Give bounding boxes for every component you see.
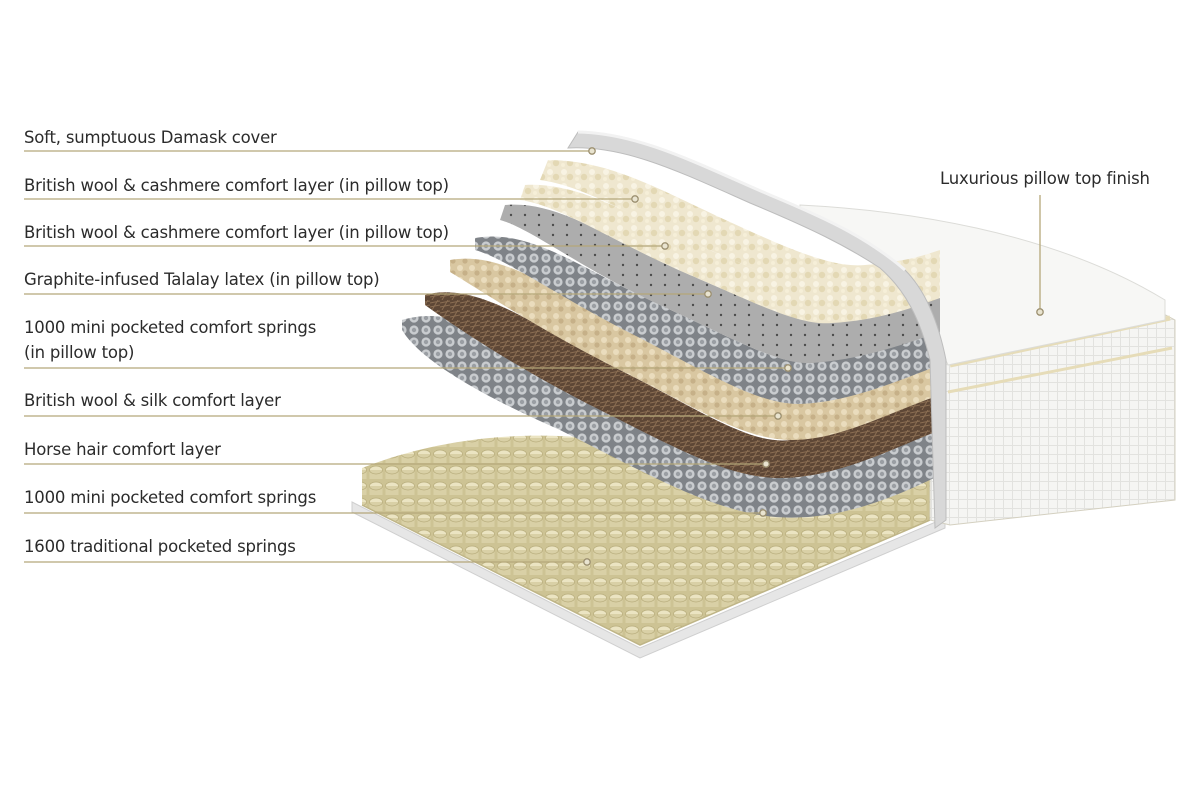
leader-talalay-latex-dot xyxy=(704,290,712,298)
leader-wool-cashmere-2-dot xyxy=(661,242,669,250)
label-traditional-springs: 1600 traditional pocketed springs xyxy=(24,537,296,556)
horse-hair-shape xyxy=(425,292,940,478)
leader-lines xyxy=(24,147,1044,566)
leader-mini-springs-dot xyxy=(759,509,767,517)
label-wool-cashmere-1: British wool & cashmere comfort layer (i… xyxy=(24,176,449,195)
leader-horse-hair-dot xyxy=(762,460,770,468)
wool-cashmere-2-shape xyxy=(520,184,940,324)
talalay-latex-shape xyxy=(500,204,940,364)
label-mini-springs-pillow-line2: (in pillow top) xyxy=(24,343,135,362)
label-horse-hair: Horse hair comfort layer xyxy=(24,440,221,459)
wool-silk-shape xyxy=(450,258,940,440)
leader-mini-springs-pillow-dot xyxy=(784,364,792,372)
leader-wool-silk-dot xyxy=(774,412,782,420)
label-mini-springs: 1000 mini pocketed comfort springs xyxy=(24,488,317,507)
mini-springs-pillow-shape xyxy=(475,236,940,404)
label-pillow-top-finish: Luxurious pillow top finish xyxy=(940,169,1150,188)
label-talalay-latex: Graphite-infused Talalay latex (in pillo… xyxy=(24,270,380,289)
leader-damask-cover-dot xyxy=(588,147,596,155)
label-mini-springs-pillow-line1: 1000 mini pocketed comfort springs xyxy=(24,318,317,337)
label-wool-silk: British wool & silk comfort layer xyxy=(24,391,281,410)
label-damask-cover: Soft, sumptuous Damask cover xyxy=(24,128,277,147)
label-wool-cashmere-2: British wool & cashmere comfort layer (i… xyxy=(24,223,449,242)
wool-cashmere-1-shape xyxy=(540,160,940,294)
leader-pillow-top-finish-dot xyxy=(1036,308,1044,316)
label-mini-springs-pillow: 1000 mini pocketed comfort springs (in p… xyxy=(24,315,316,365)
leader-wool-cashmere-1-dot xyxy=(631,195,639,203)
leader-traditional-springs-dot xyxy=(583,558,591,566)
